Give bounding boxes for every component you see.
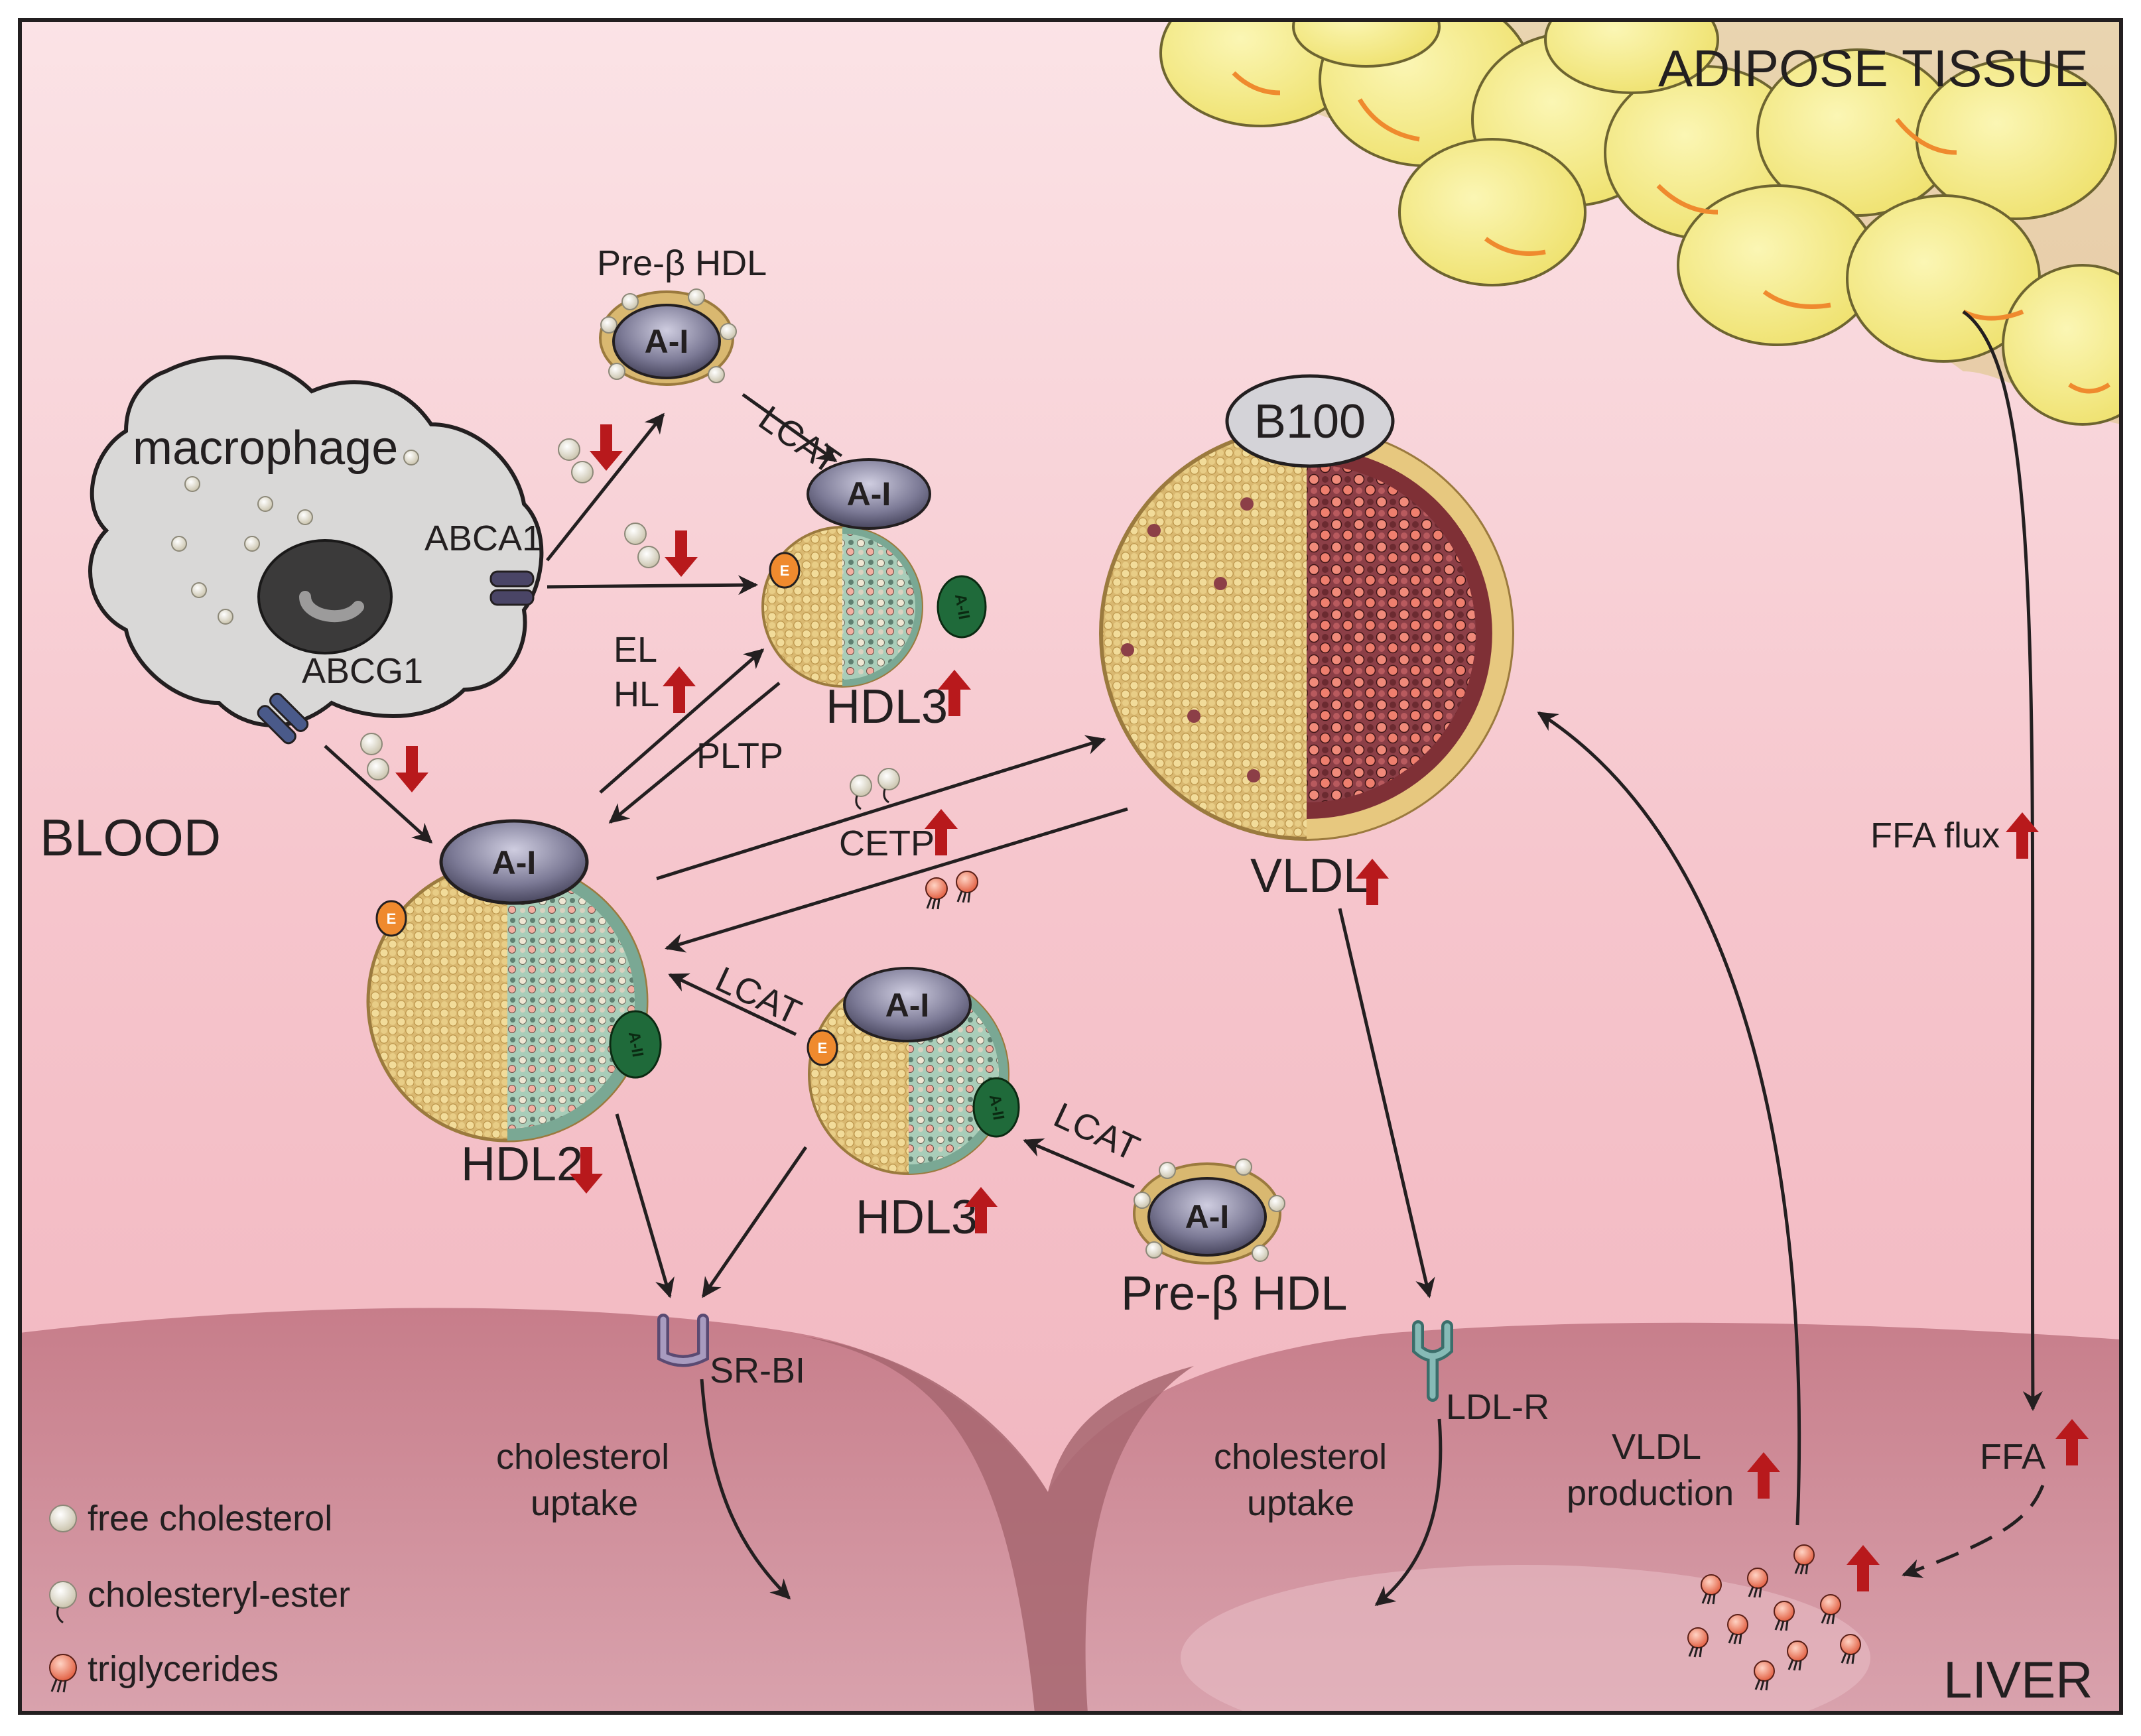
up-arrow-icon xyxy=(925,809,958,855)
up-arrow-icon xyxy=(1356,859,1389,905)
hdl2-label: HDL2 xyxy=(461,1138,583,1191)
apo-a1-label-prebeta-top: A-I xyxy=(645,323,689,360)
blood-label: BLOOD xyxy=(40,808,221,867)
vldl-production-line1: VLDL xyxy=(1612,1427,1701,1467)
down-arrow-icon xyxy=(570,1147,603,1194)
apo-e-label-hdl3-bottom: E xyxy=(818,1040,828,1056)
triglyceride-icon xyxy=(49,1654,77,1693)
abca1-transporter-icon xyxy=(489,570,535,606)
adipose-tissue-label: ADIPOSE TISSUE xyxy=(1658,39,2089,97)
srbi-receptor-icon xyxy=(657,1314,709,1367)
down-arrow-icon xyxy=(665,530,698,577)
macrophage-cell xyxy=(88,355,544,727)
liver-fold xyxy=(803,1336,1194,1713)
legend: free cholesterol cholesteryl-ester trigl… xyxy=(49,1499,350,1693)
legend-label: free cholesterol xyxy=(88,1499,332,1538)
cholesterol-uptake-left-line1: cholesterol xyxy=(496,1437,669,1477)
abcg1-label: ABCG1 xyxy=(302,651,423,691)
apo-e-label-hdl3-top: E xyxy=(780,562,790,579)
legend-item: free cholesterol xyxy=(49,1499,332,1538)
legend-item: cholesteryl-ester xyxy=(49,1575,350,1624)
ffa-flux-label: FFA flux xyxy=(1870,816,2000,855)
ldlr-receptor-icon xyxy=(1412,1320,1453,1402)
frame xyxy=(18,18,2123,1715)
up-arrow-icon xyxy=(938,670,971,716)
hl-label: HL xyxy=(614,674,659,714)
apo-a2-label-hdl2: A-II xyxy=(625,1030,647,1059)
free-cholesterol-markers xyxy=(360,438,660,780)
up-arrow-icon xyxy=(1747,1452,1780,1499)
up-arrow-icon xyxy=(1847,1545,1880,1591)
free-cholesterol-icon xyxy=(49,1505,77,1532)
apo-a1-label-hdl2: A-I xyxy=(492,844,537,881)
prebeta-hdl-bottom: A-I xyxy=(1133,1158,1285,1265)
prebeta-hdl-bottom-label: Pre-β HDL xyxy=(1121,1267,1347,1320)
down-arrow-icon xyxy=(395,746,428,792)
hdl2-particle: A-I E A-II xyxy=(366,819,662,1143)
apo-a2-label-hdl3-top: A-II xyxy=(951,593,973,621)
hdl3-top-label: HDL3 xyxy=(826,680,948,733)
cholesteryl-ester-icon xyxy=(49,1581,77,1624)
apo-b100-label: B100 xyxy=(1254,395,1366,448)
abcg1-transporter-icon xyxy=(257,692,309,745)
abca1-label: ABCA1 xyxy=(424,519,542,558)
apo-a2-label-hdl3-bottom: A-II xyxy=(986,1093,1007,1122)
legend-label: triglycerides xyxy=(88,1649,279,1689)
vldl-production-line2: production xyxy=(1567,1473,1734,1513)
el-label: EL xyxy=(614,630,657,670)
cholesterol-uptake-right-line2: uptake xyxy=(1247,1483,1354,1523)
hdl3-particle-bottom: A-I E A-II xyxy=(807,967,1020,1175)
apo-a1-label-hdl3-top: A-I xyxy=(847,475,891,513)
ldlr-label: LDL-R xyxy=(1446,1387,1549,1427)
apo-a1-label-hdl3-bottom: A-I xyxy=(885,987,930,1024)
vldl-label: VLDL xyxy=(1250,849,1370,902)
up-arrow-icon xyxy=(2006,812,2039,859)
vldl-particle: B100 xyxy=(1099,374,1514,841)
adipose-tissue xyxy=(1159,20,2121,426)
hdl3-particle-top: A-I E A-II xyxy=(761,458,987,688)
liver-highlight xyxy=(1181,1565,1870,1713)
apo-e-label-hdl2: E xyxy=(387,910,397,927)
pathway-arrows xyxy=(324,310,2045,1606)
macrophage-label: macrophage xyxy=(133,422,398,475)
cholesterol-uptake-right-line1: cholesterol xyxy=(1214,1437,1387,1477)
ffa-label: FFA xyxy=(1980,1437,2045,1477)
prebeta-hdl-top-label: Pre-β HDL xyxy=(597,243,767,283)
triglyceride-markers xyxy=(925,871,1861,1691)
cetp-label: CETP xyxy=(839,824,935,863)
down-arrow-icon xyxy=(590,424,623,471)
cholesteryl-ester-markers xyxy=(850,768,900,810)
pltp-label: PLTP xyxy=(696,736,783,776)
apo-a1-label-prebeta-bottom: A-I xyxy=(1185,1198,1230,1235)
up-arrow-icon xyxy=(663,666,696,713)
srbi-label: SR-BI xyxy=(710,1351,805,1391)
prebeta-hdl-top: A-I xyxy=(599,288,737,386)
legend-item: triglycerides xyxy=(49,1649,279,1693)
up-arrow-icon xyxy=(964,1187,998,1233)
hdl3-bottom-label: HDL3 xyxy=(856,1191,978,1244)
cholesterol-uptake-left-line2: uptake xyxy=(531,1483,638,1523)
legend-label: cholesteryl-ester xyxy=(88,1575,350,1615)
liver-label: LIVER xyxy=(1943,1650,2093,1709)
up-arrow-icon xyxy=(2055,1419,2089,1465)
change-indicators xyxy=(395,424,2089,1591)
